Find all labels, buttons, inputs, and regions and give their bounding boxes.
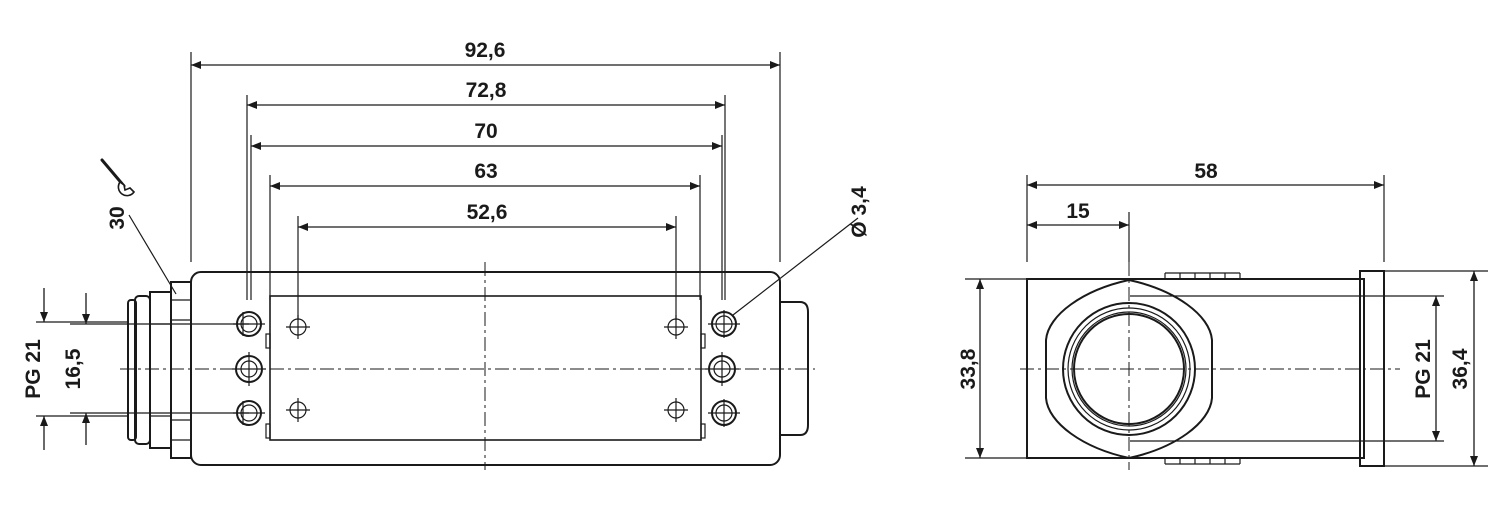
side-extension-lines [965, 175, 1488, 467]
wrench-callout: 30 [100, 158, 177, 295]
frame-hole [664, 398, 688, 422]
dim-frame-hole-spacing: 63 [474, 160, 497, 183]
dim-wrench-size: 30 [106, 206, 129, 229]
dim-hole-diameter: Ø 3,4 [848, 186, 871, 238]
dim-outer-hole-spacing: 72,8 [466, 79, 507, 102]
dim-overall-length: 92,6 [465, 39, 506, 62]
dim-inner-hole-spacing: 52,6 [467, 201, 508, 224]
frame-hole [286, 398, 310, 422]
side-ribbing [1164, 272, 1241, 465]
frame-tab [700, 333, 706, 349]
dim-overall-width: 58 [1194, 160, 1218, 183]
mounting-hole [708, 399, 740, 427]
side-view: 58 15 33,8 PG 21 36,4 [957, 160, 1488, 470]
extension-lines [190, 52, 781, 320]
dimension-arrows [191, 61, 780, 231]
front-view: 92,6 72,8 70 63 52,6 [22, 39, 871, 470]
dim-thread-height: 16,5 [62, 348, 85, 389]
frame-hole [286, 315, 310, 339]
frame-tab [265, 423, 271, 439]
dim-thread-size-side: PG 21 [1412, 339, 1435, 399]
mounting-hole [708, 310, 740, 338]
wrench-icon [100, 158, 136, 197]
dim-thread-size-front: PG 21 [22, 339, 45, 399]
frame-tab [700, 423, 706, 439]
thread-height-dimension: 16,5 [62, 293, 90, 445]
cable-gland [127, 281, 192, 459]
hole-diameter-callout: Ø 3,4 [732, 186, 871, 316]
frame-tab [265, 333, 271, 349]
frame-hole [664, 315, 688, 339]
dim-inner-frame-width: 70 [474, 120, 497, 143]
dim-flange-height: 36,4 [1449, 348, 1472, 389]
dim-body-height: 33,8 [957, 348, 980, 389]
dim-gland-offset: 15 [1066, 200, 1090, 223]
